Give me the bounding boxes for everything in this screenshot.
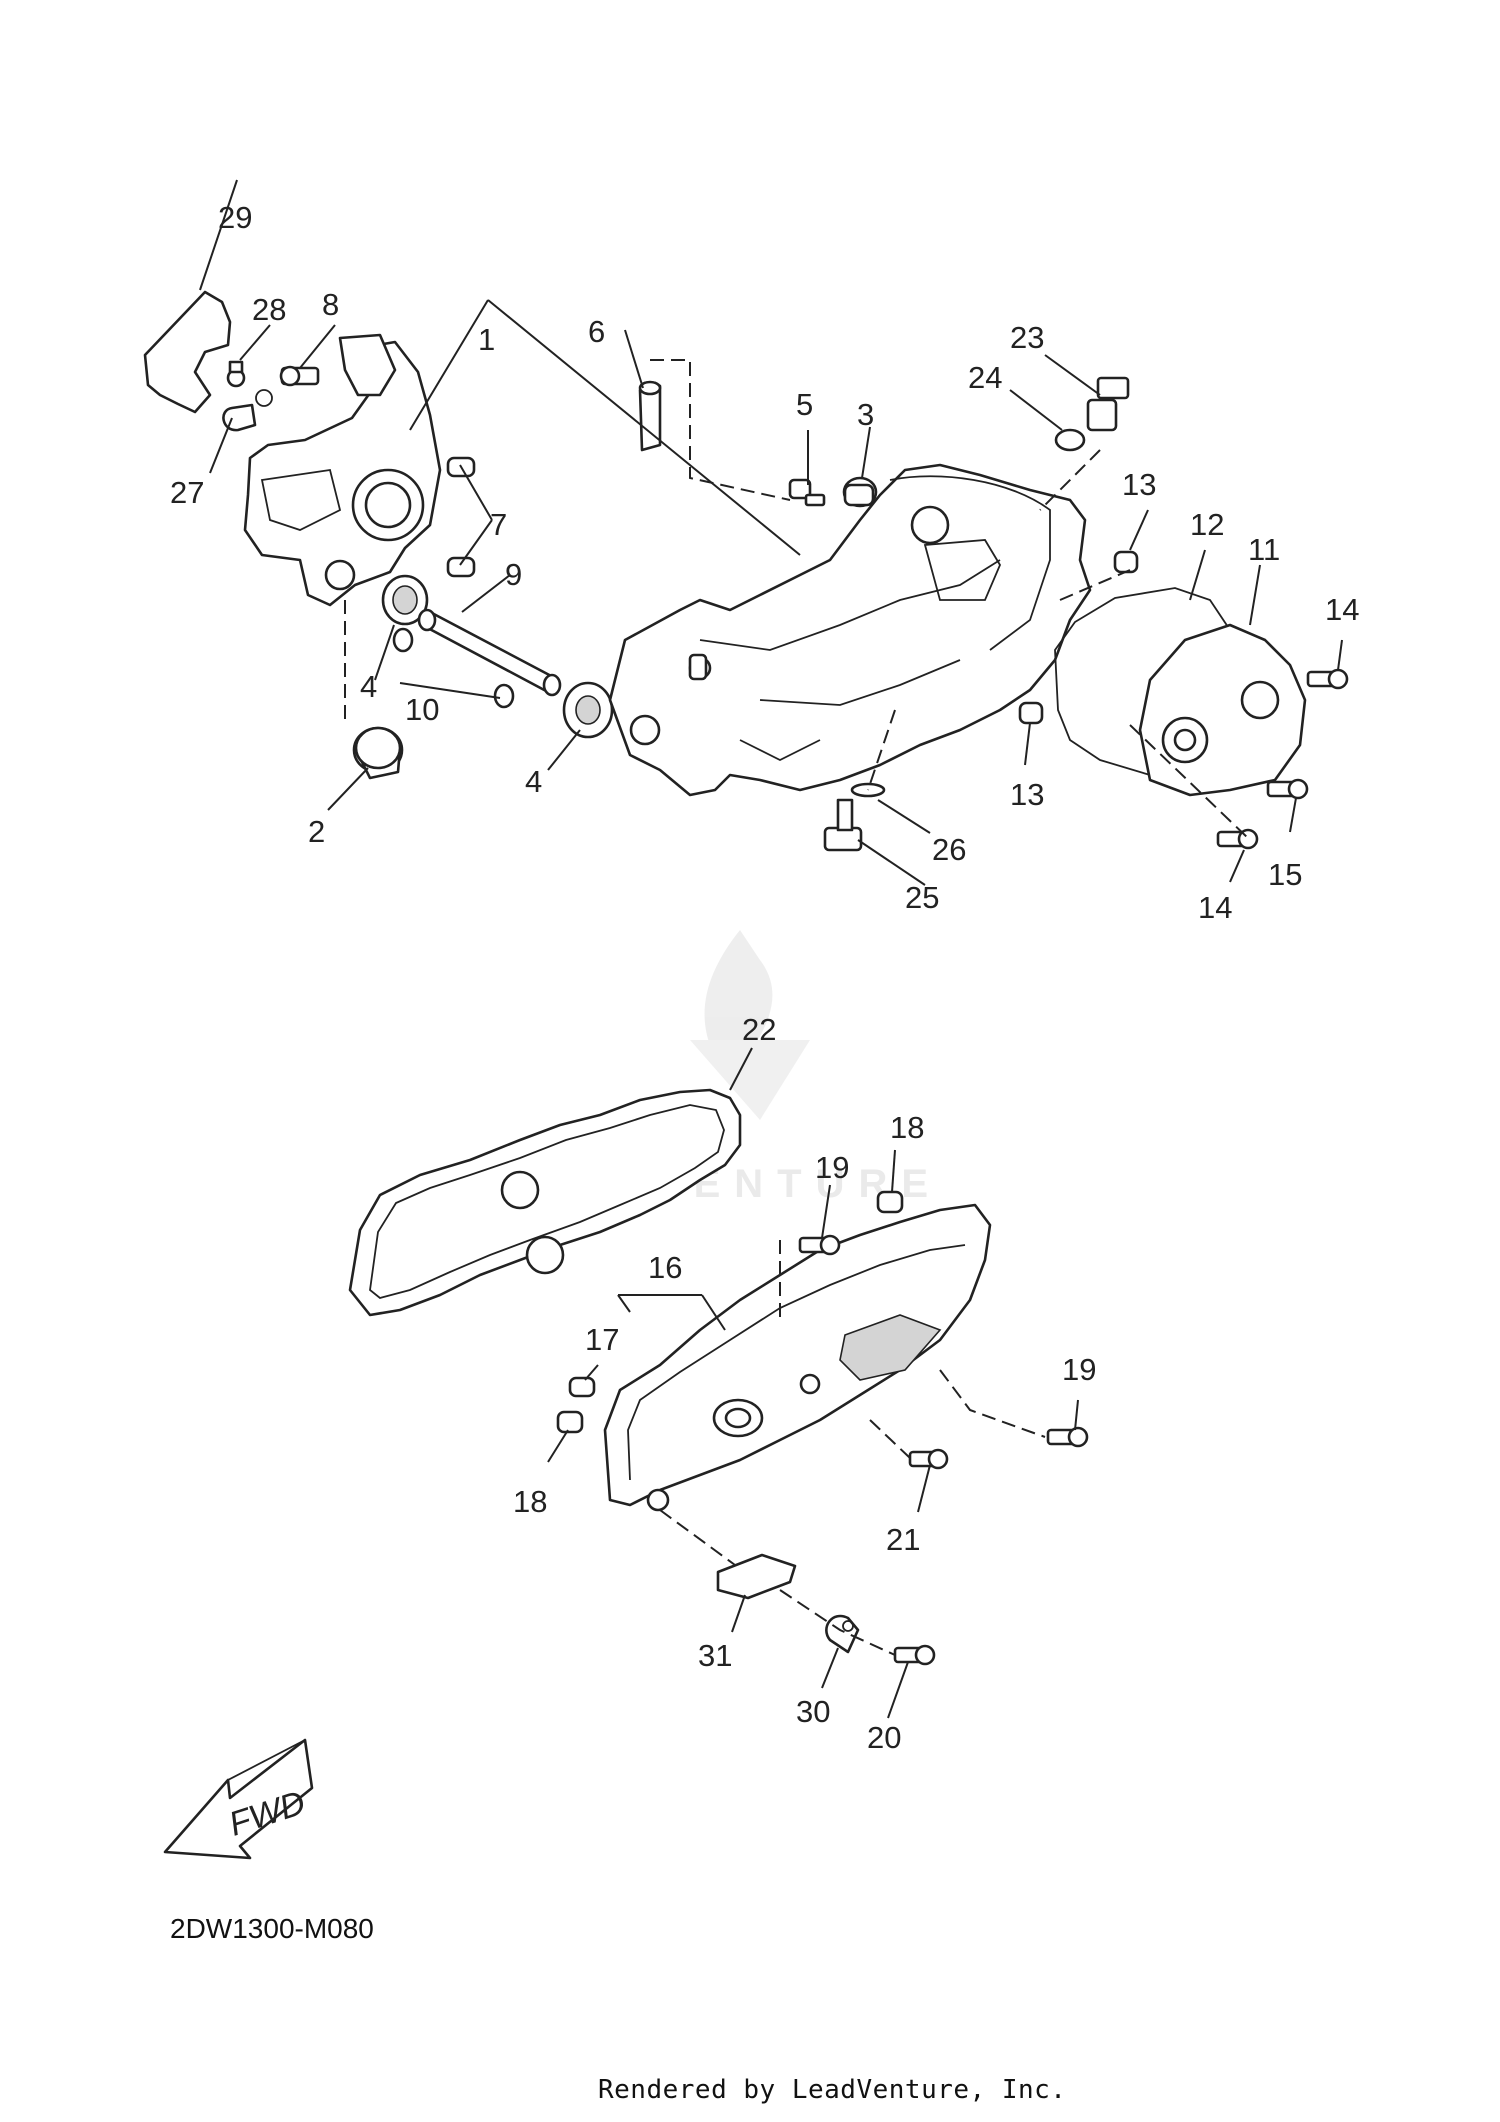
callout-22: 22 <box>742 1012 776 1047</box>
part-1-main-crankcase <box>608 463 1092 797</box>
callout-15: 15 <box>1268 857 1302 892</box>
callout-13-lower: 13 <box>1010 777 1044 812</box>
part-16-cover <box>603 1203 992 1512</box>
callout-2: 2 <box>308 814 325 849</box>
callout-5: 5 <box>796 387 813 422</box>
callout-16: 16 <box>648 1250 682 1285</box>
callout-9: 9 <box>505 557 522 592</box>
part-22-gasket <box>348 1088 742 1317</box>
part-17-dowel <box>568 1376 596 1398</box>
part-15-bolt <box>1266 778 1309 800</box>
part-11-cover <box>1138 623 1307 797</box>
callout-11: 11 <box>1248 532 1280 567</box>
callout-19-right: 19 <box>1062 1352 1096 1387</box>
part-25-bolt <box>823 798 863 852</box>
callout-10: 10 <box>405 692 439 727</box>
part-18-dowel-right <box>876 1190 904 1214</box>
diagram-code: 2DW1300-M080 <box>170 1913 374 1944</box>
callout-4-center: 4 <box>525 764 542 799</box>
part-27-clip <box>222 389 273 432</box>
callout-26: 26 <box>932 832 966 867</box>
callout-29: 29 <box>218 200 252 235</box>
part-10-pins <box>392 627 515 709</box>
part-2-cap <box>352 726 404 780</box>
callout-1: 1 <box>478 322 495 357</box>
callout-12: 12 <box>1190 507 1224 542</box>
callout-19-upper: 19 <box>815 1150 849 1185</box>
part-14-bolt-upper <box>1306 668 1349 690</box>
callout-21: 21 <box>886 1522 920 1557</box>
callout-6: 6 <box>588 314 605 349</box>
part-19-bolt-upper <box>798 1234 841 1256</box>
part-6-pin <box>638 380 662 452</box>
part-3-collar <box>842 476 878 508</box>
part-18-dowel-left <box>556 1410 584 1434</box>
callout-18-upper: 18 <box>890 1110 924 1145</box>
part-9-shaft <box>417 608 562 697</box>
callout-14-lower: 14 <box>1198 890 1232 925</box>
part-31-bracket <box>716 1553 797 1600</box>
part-20-bolt <box>893 1644 936 1666</box>
part-8-bolt <box>279 365 320 387</box>
part-14-bolt-lower <box>1216 828 1259 850</box>
part-4-bearing-left <box>381 574 429 626</box>
part-23-plug <box>1086 376 1130 432</box>
callout-14-upper: 14 <box>1325 592 1359 627</box>
part-4-bearing-center <box>562 681 614 739</box>
callout-13-upper: 13 <box>1122 467 1156 502</box>
callout-20: 20 <box>867 1720 901 1755</box>
callout-27: 27 <box>170 475 204 510</box>
callout-18-left: 18 <box>513 1484 547 1519</box>
rendered-by-footer: Rendered by LeadVenture, Inc. <box>598 2075 1067 2105</box>
part-30-clamp <box>825 1614 860 1654</box>
callout-25: 25 <box>905 880 939 915</box>
alignment-dashes <box>344 359 1251 1656</box>
part-19-bolt-right <box>1046 1426 1089 1448</box>
left-crankcase-housing <box>243 333 442 607</box>
part-28-bolt <box>226 360 246 388</box>
leader-lines <box>199 179 1343 1719</box>
callout-8: 8 <box>322 287 339 322</box>
part-29-plate <box>143 290 232 414</box>
callouts: 29 28 8 1 6 23 24 5 3 27 13 12 7 11 9 14… <box>170 200 1359 1755</box>
callout-7: 7 <box>490 507 507 542</box>
callout-4-left: 4 <box>360 669 377 704</box>
callout-23: 23 <box>1010 320 1044 355</box>
callout-17: 17 <box>585 1322 619 1357</box>
part-24-o-ring <box>1054 428 1086 452</box>
part-5-fitting <box>788 478 826 507</box>
callout-31: 31 <box>698 1638 732 1673</box>
callout-30: 30 <box>796 1694 830 1729</box>
callout-3: 3 <box>857 397 874 432</box>
part-7-dowels <box>446 456 476 578</box>
part-21-bolt <box>908 1448 949 1470</box>
callout-28: 28 <box>252 292 286 327</box>
fwd-direction-arrow: FWD <box>163 1738 314 1860</box>
callout-24: 24 <box>968 360 1002 395</box>
